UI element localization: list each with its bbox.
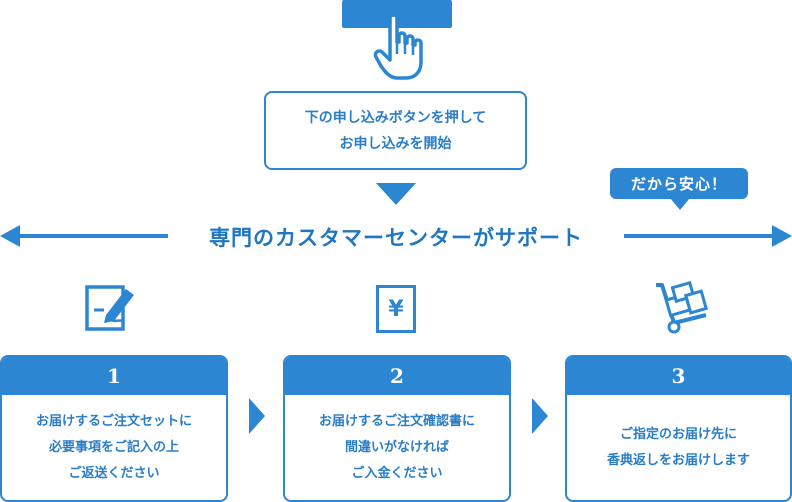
support-heading: 専門のカスタマーセンターがサポート (209, 226, 583, 250)
step-3-text: ご指定のお届け先に 香典返しをお届けします (567, 395, 790, 500)
reassurance-badge: だから安心！ (610, 168, 748, 199)
down-arrow-icon (376, 183, 416, 205)
step-2-number: 2 (285, 357, 509, 395)
step-3-line-2: 香典返しをお届けします (606, 452, 750, 468)
step-1-line-3: ご返送ください (68, 465, 160, 481)
step-2-line-2: 間違いがなければ (344, 439, 449, 455)
start-text-line-2: お申し込みを開始 (339, 135, 452, 152)
step-2-text: お届けするご注文確認書に 間違いがなければ ご入金ください (285, 395, 509, 500)
step-1-card: 1 お届けするご注文セットに 必要事項をご記入の上 ご返送ください (0, 355, 228, 502)
yen-symbol: ¥ (388, 296, 404, 322)
chevron-right-icon (249, 398, 265, 434)
step-1-line-1: お届けするご注文セットに (35, 413, 192, 429)
step-1-number: 1 (2, 357, 226, 395)
pointing-hand-icon (373, 13, 423, 80)
step-1-text: お届けするご注文セットに 必要事項をご記入の上 ご返送ください (2, 395, 226, 500)
badge-tail (670, 198, 690, 210)
step-3-line-1: ご指定のお届け先に (619, 426, 737, 442)
start-instruction-box: 下の申し込みボタンを押して お申し込みを開始 (264, 91, 527, 170)
step-2-line-1: お届けするご注文確認書に (318, 413, 475, 429)
hand-truck-icon (656, 281, 709, 334)
start-text-line-1: 下の申し込みボタンを押して (304, 109, 487, 126)
step-2-line-3: ご入金ください (351, 465, 443, 481)
yen-receipt-icon: ¥ (376, 285, 416, 333)
step-3-card: 3 ご指定のお届け先に 香典返しをお届けします (565, 355, 792, 502)
form-pen-icon (85, 285, 134, 331)
step-2-card: 2 お届けするご注文確認書に 間違いがなければ ご入金ください (283, 355, 511, 502)
step-3-number: 3 (567, 357, 790, 395)
step-1-line-2: 必要事項をご記入の上 (48, 439, 179, 455)
chevron-right-icon (532, 398, 548, 434)
support-double-arrow (0, 225, 792, 247)
